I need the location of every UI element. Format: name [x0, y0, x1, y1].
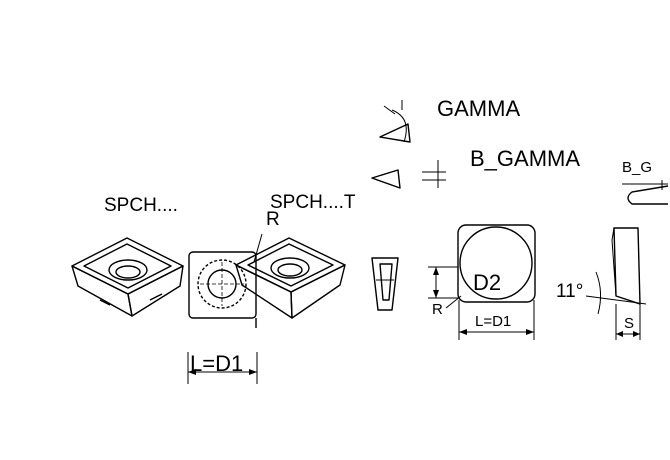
radius-label-top: R	[266, 209, 280, 230]
radius-label-bottom: R	[432, 301, 443, 318]
insert-top-view	[187, 251, 258, 384]
gamma-label: GAMMA	[437, 96, 521, 121]
clearance-angle-label: 11°	[556, 281, 584, 302]
insert-side-profile	[371, 257, 399, 311]
clearance-angle-view	[585, 227, 647, 340]
square-insert-d2	[428, 224, 536, 340]
insert-spch-iso	[71, 237, 184, 317]
spch-label: SPCH....	[104, 195, 178, 216]
b-g-label: B_G	[622, 159, 653, 176]
spch-t-label: SPCH....T	[270, 192, 356, 213]
d2-label: D2	[473, 270, 502, 295]
insert-spch-t-iso	[235, 233, 346, 319]
b-gamma-symbol	[371, 160, 446, 189]
b-gamma-label: B_GAMMA	[470, 146, 581, 171]
length-d1-label-left: L=D1	[190, 351, 244, 376]
length-d1-label-right: L=D1	[475, 313, 512, 330]
b-g-symbol	[622, 180, 669, 205]
gamma-symbol	[379, 100, 411, 143]
thickness-s-label: S	[624, 315, 635, 332]
